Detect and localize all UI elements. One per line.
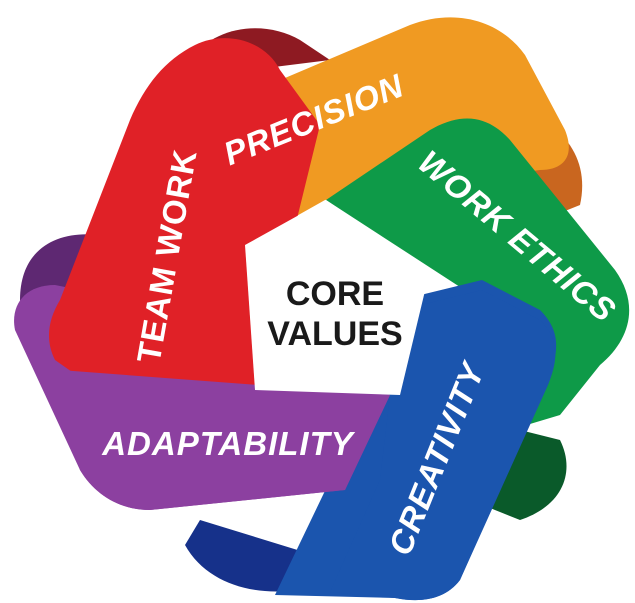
- center-pentagon: [245, 200, 430, 395]
- adaptability-label: ADAPTABILITY: [101, 425, 356, 462]
- creativity-ribbon-overlap: [330, 290, 556, 601]
- center-title-line1: CORE: [286, 275, 384, 313]
- center-title-line2: VALUES: [267, 315, 402, 353]
- adaptability-ribbon-overlap: [60, 370, 390, 510]
